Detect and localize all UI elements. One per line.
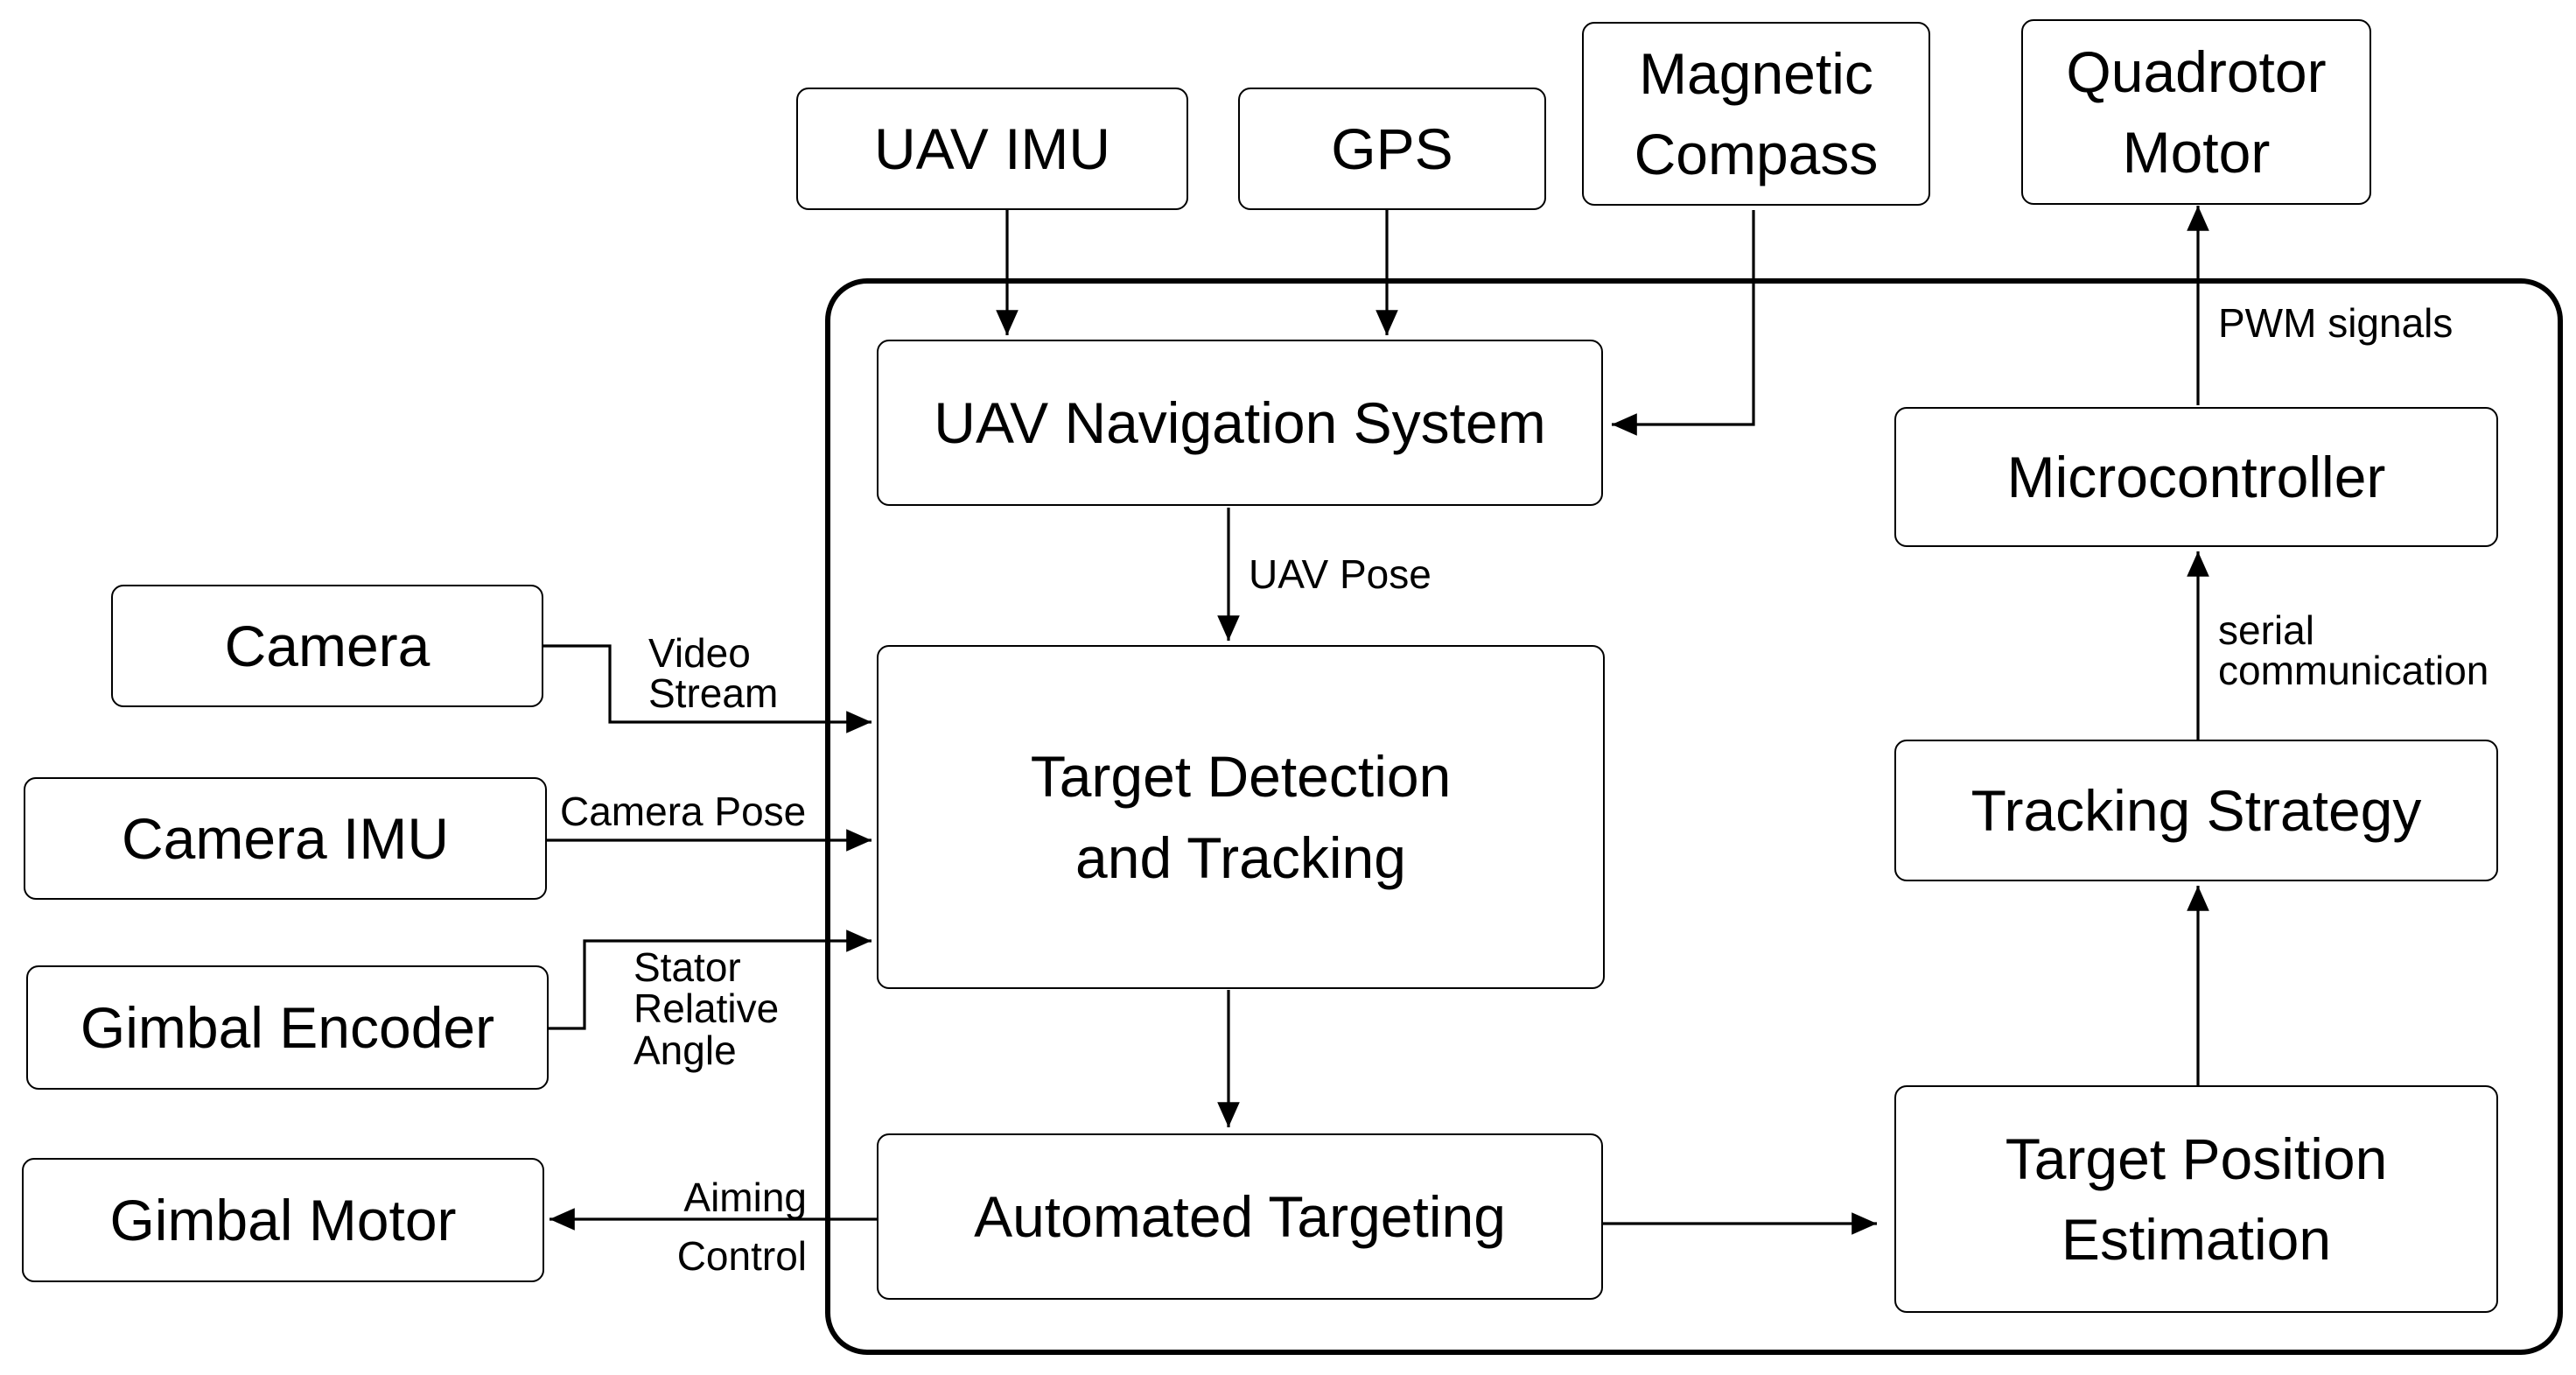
- camera-imu-label: Camera IMU: [121, 805, 450, 871]
- target-position-estimation-label: Target Position Estimation: [2005, 1126, 2388, 1272]
- pwm-signals-label: PWM signals: [2218, 300, 2454, 346]
- uav-navigation-system-label: UAV Navigation System: [934, 389, 1546, 455]
- tracking-strategy-label: Tracking Strategy: [1970, 777, 2422, 843]
- microcontroller-label: Microcontroller: [2006, 444, 2386, 509]
- stator-relative-angle-label: Stator Relative Angle: [634, 944, 780, 1073]
- target-detection-tracking-label: Target Detection and Tracking: [1030, 744, 1452, 890]
- gps-block: GPS: [1238, 88, 1546, 210]
- serial-communication-label: serial communication: [2218, 607, 2489, 693]
- target-position-estimation-block: Target Position Estimation: [1894, 1085, 2498, 1313]
- arrow-encoder-to-detection: [548, 930, 872, 1030]
- aiming-control-label: Aiming Control: [676, 1175, 807, 1279]
- camera-imu-block: Camera IMU: [24, 777, 547, 900]
- quadrotor-motor-block: Quadrotor Motor: [2021, 19, 2371, 205]
- uav-imu-label: UAV IMU: [873, 116, 1111, 181]
- camera-pose-label: Camera Pose: [560, 789, 807, 834]
- microcontroller-block: Microcontroller: [1894, 407, 2498, 547]
- uav-imu-block: UAV IMU: [796, 88, 1188, 210]
- gimbal-motor-block: Gimbal Motor: [22, 1158, 544, 1282]
- target-detection-tracking-block: Target Detection and Tracking: [877, 645, 1605, 989]
- automated-targeting-label: Automated Targeting: [974, 1183, 1506, 1249]
- onboard-system-boundary: [825, 278, 2563, 1355]
- camera-block: Camera: [111, 585, 543, 707]
- tracking-strategy-block: Tracking Strategy: [1894, 740, 2498, 881]
- magnetic-compass-label: Magnetic Compass: [1634, 40, 1879, 186]
- quadrotor-motor-label: Quadrotor Motor: [2066, 39, 2327, 185]
- arrow-camera-to-detection: [542, 644, 872, 733]
- video-stream-label: Video Stream: [648, 630, 779, 716]
- automated-targeting-block: Automated Targeting: [877, 1133, 1603, 1300]
- gps-label: GPS: [1331, 116, 1453, 181]
- gimbal-encoder-label: Gimbal Encoder: [80, 994, 495, 1060]
- magnetic-compass-block: Magnetic Compass: [1582, 22, 1930, 206]
- uav-pose-label: UAV Pose: [1249, 551, 1432, 597]
- gimbal-motor-label: Gimbal Motor: [109, 1187, 457, 1252]
- camera-label: Camera: [224, 613, 430, 678]
- uav-navigation-system-block: UAV Navigation System: [877, 340, 1603, 506]
- gimbal-encoder-block: Gimbal Encoder: [26, 965, 549, 1090]
